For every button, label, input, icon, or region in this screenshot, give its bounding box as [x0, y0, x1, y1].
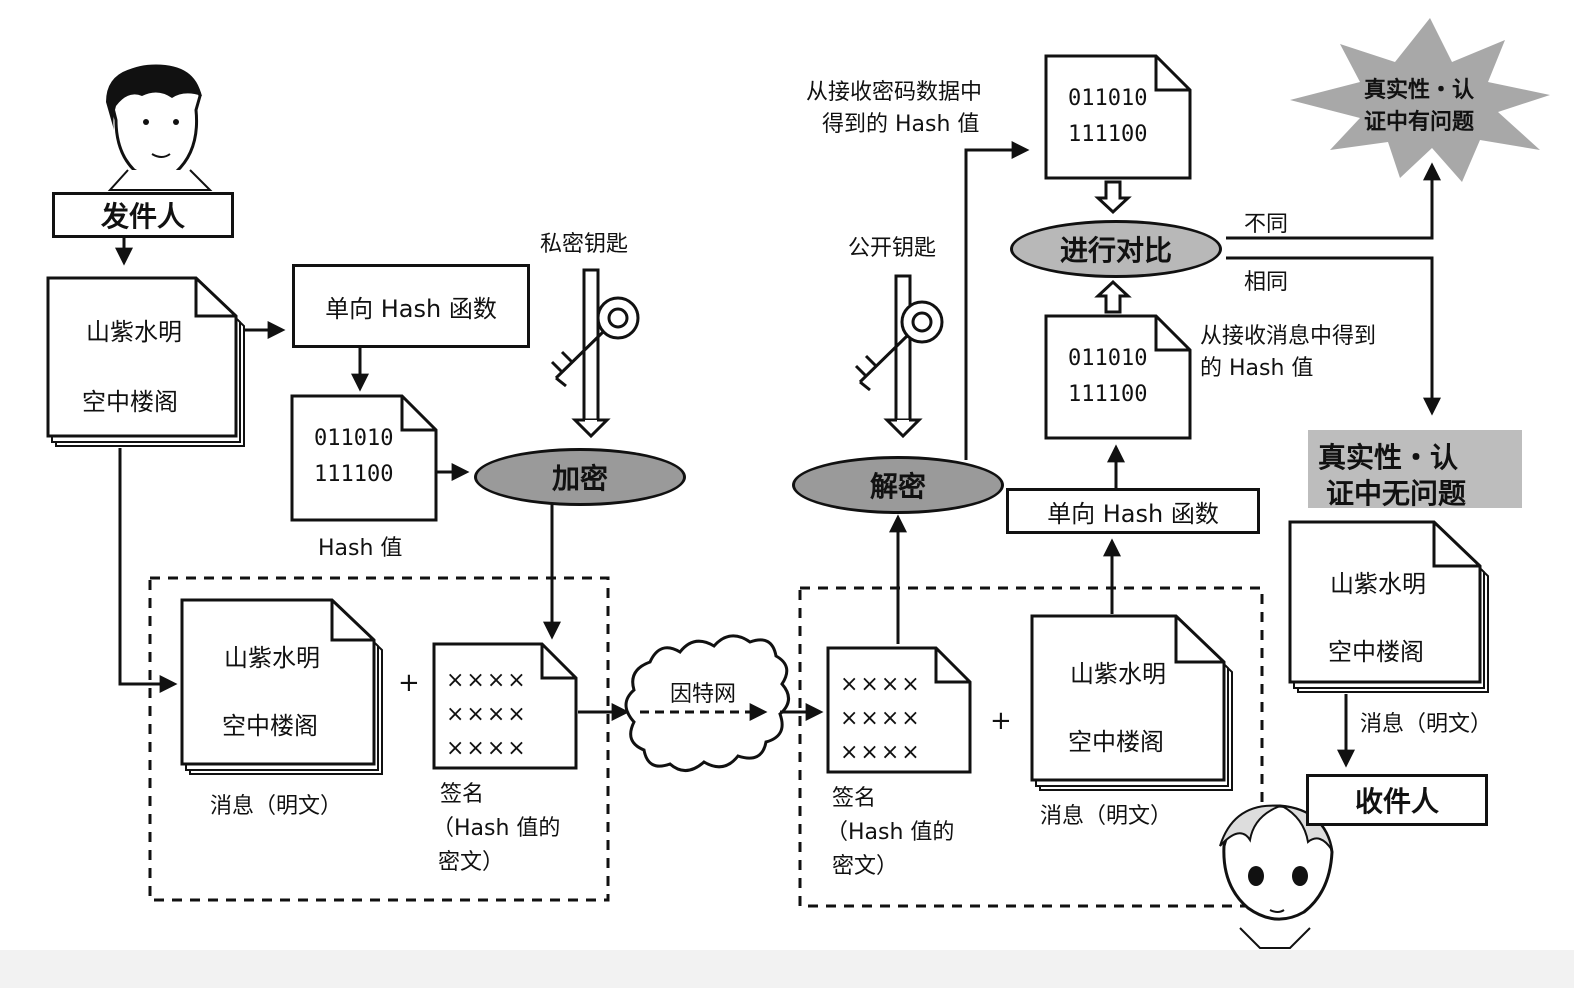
ok-result-box — [1308, 430, 1522, 508]
computed-hash-line2: 111100 — [1068, 382, 1148, 407]
different-label: 不同 — [1244, 212, 1289, 237]
sent-sig-row3: ×××× — [446, 736, 528, 761]
private-key-icon — [550, 268, 640, 439]
decrypted-hash-document — [1044, 54, 1192, 180]
received-message-document — [1030, 614, 1233, 791]
sender-doc-line1: 山紫水明 — [86, 318, 182, 346]
arrow-same-to-ok — [1226, 256, 1441, 416]
from-message-line1: 从接收消息中得到 — [1200, 324, 1377, 349]
received-signature-document — [826, 646, 972, 774]
decrypt-node: 解密 — [792, 456, 1004, 514]
compare-node: 进行对比 — [1010, 220, 1222, 278]
receiver-avatar — [1219, 804, 1334, 949]
recv-sig-row2: ×××× — [840, 706, 922, 731]
hash-function-box-sender: 单向 Hash 函数 — [292, 264, 530, 348]
sent-sig-row1: ×××× — [446, 668, 528, 693]
sent-doc-caption: 消息（明文） — [210, 794, 343, 819]
final-doc-line2: 空中楼阁 — [1328, 638, 1424, 666]
decrypted-hash-line1: 011010 — [1068, 86, 1148, 111]
private-key-label: 私密钥匙 — [540, 232, 629, 257]
hash-value-line1: 011010 — [314, 426, 394, 451]
from-message-line2: 的 Hash 值 — [1200, 356, 1314, 381]
problem-line2: 证中有问题 — [1364, 110, 1475, 135]
same-label: 相同 — [1244, 270, 1289, 295]
sent-signature-document — [432, 642, 578, 770]
hash-value-caption: Hash 值 — [318, 536, 403, 561]
decrypted-hash-line2: 111100 — [1068, 122, 1148, 147]
problem-line1: 真实性・认 — [1364, 78, 1475, 103]
public-key-icon — [854, 274, 944, 439]
sender-message-document — [46, 276, 245, 447]
final-doc-line1: 山紫水明 — [1330, 570, 1426, 598]
arrow-decrypt-to-hash — [964, 141, 1030, 460]
problem-starburst — [1290, 18, 1550, 182]
hash-function-box-receiver: 单向 Hash 函数 — [1006, 488, 1260, 534]
sender-label: 发件人 — [52, 192, 234, 238]
hash-value-line2: 111100 — [314, 462, 394, 487]
sender-bundle-dashed-box — [148, 576, 610, 902]
final-doc-caption: 消息（明文） — [1360, 712, 1493, 737]
recv-doc-caption: 消息（明文） — [1040, 804, 1173, 829]
receiver-bundle-dashed-box — [798, 586, 1264, 908]
recv-sig-caption2: （Hash 值的 — [826, 820, 955, 845]
recv-doc-line2: 空中楼阁 — [1068, 728, 1164, 756]
receiver-label: 收件人 — [1306, 774, 1488, 826]
recv-doc-line1: 山紫水明 — [1070, 660, 1166, 688]
sent-doc-line1: 山紫水明 — [224, 644, 320, 672]
arrow-different-to-problem — [1226, 162, 1441, 240]
sent-message-document — [180, 598, 383, 775]
from-cipher-line1: 从接收密码数据中 — [806, 80, 983, 105]
computed-hash-line1: 011010 — [1068, 346, 1148, 371]
recv-sig-row1: ×××× — [840, 672, 922, 697]
internet-label: 因特网 — [670, 682, 737, 707]
compare-hollow-arrows — [1094, 180, 1132, 314]
ok-line2: 证中无问题 — [1326, 477, 1467, 510]
hash-value-document — [290, 394, 438, 522]
internet-cloud — [624, 634, 790, 772]
recv-sig-row3: ×××× — [840, 740, 922, 765]
sent-doc-line2: 空中楼阁 — [222, 712, 318, 740]
sent-sig-caption2: （Hash 值的 — [432, 816, 561, 841]
plus-sender: + — [398, 668, 420, 698]
recv-sig-caption3: 密文） — [832, 854, 899, 879]
from-cipher-line2: 得到的 Hash 值 — [822, 112, 980, 137]
encrypt-node: 加密 — [474, 448, 686, 506]
sender-avatar — [106, 64, 213, 191]
computed-hash-document — [1044, 314, 1192, 440]
arrow-doc-to-bundle — [118, 448, 178, 693]
plus-receiver: + — [990, 706, 1012, 736]
recv-sig-caption1: 签名 — [832, 786, 877, 811]
sent-sig-caption1: 签名 — [440, 782, 485, 807]
bottom-band — [0, 950, 1574, 988]
final-message-document — [1288, 520, 1489, 693]
sent-sig-row2: ×××× — [446, 702, 528, 727]
sender-doc-line2: 空中楼阁 — [82, 388, 178, 416]
public-key-label: 公开钥匙 — [848, 236, 937, 261]
sent-sig-caption3: 密文） — [438, 850, 505, 875]
ok-line1: 真实性・认 — [1318, 441, 1459, 474]
